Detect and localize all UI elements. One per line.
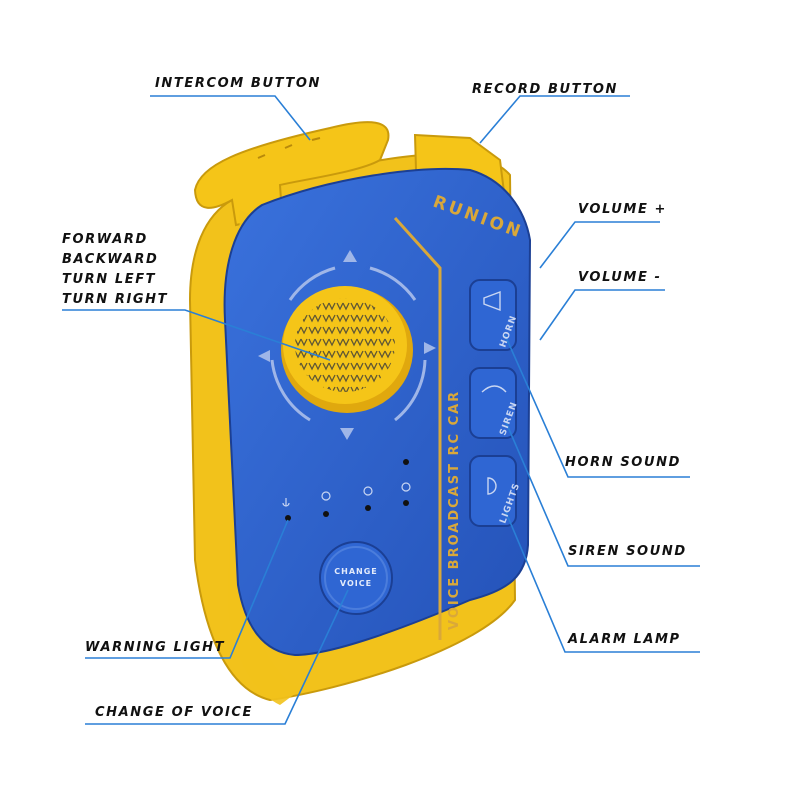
intercom-button-shape[interactable] [193, 121, 390, 227]
label-alarm-lamp: ALARM LAMP [568, 632, 681, 647]
arrow-down-icon [340, 428, 354, 440]
label-volume-up: VOLUME + [578, 202, 668, 217]
label-change-of-voice: CHANGE OF VOICE [95, 705, 254, 720]
voice-mode-icons [282, 482, 411, 507]
intercom-button-ridges [257, 137, 321, 159]
label-horn-sound: HORN SOUND [565, 455, 681, 470]
joystick-ring [270, 266, 427, 422]
leader-joystick [62, 309, 331, 361]
label-turn-left: TURN LEFT [62, 272, 157, 287]
label-siren-sound: SIREN SOUND [568, 544, 687, 559]
joystick-grille [295, 298, 395, 392]
leader-horn [504, 334, 690, 478]
leader-intercom [150, 95, 311, 141]
horn-button-shape[interactable] [469, 279, 517, 351]
label-forward: FORWARD [62, 232, 148, 247]
arrow-right-icon [424, 342, 436, 354]
label-turn-right: TURN RIGHT [62, 292, 169, 307]
arrow-up-icon [343, 250, 357, 262]
label-volume-down: VOLUME - [578, 270, 662, 285]
leader-alarm [504, 509, 700, 653]
label-record-button: RECORD BUTTON [472, 82, 619, 97]
change-voice-button-shape[interactable] [319, 541, 393, 615]
indicator-lights [285, 459, 409, 521]
leader-volume-down [539, 289, 665, 341]
leader-lines [62, 95, 700, 725]
arrow-left-icon [258, 350, 270, 362]
leader-siren [504, 419, 700, 567]
leader-volume-up [539, 221, 660, 269]
label-backward: BACKWARD [62, 252, 159, 267]
leader-warning [85, 519, 289, 659]
label-intercom-button: INTERCOM BUTTON [155, 76, 321, 91]
leader-record [479, 95, 630, 144]
lights-button-shape[interactable] [469, 455, 517, 527]
leader-change-voice [85, 589, 349, 725]
change-voice-button-rim [324, 546, 388, 610]
blue-front-body[interactable] [223, 167, 532, 657]
label-joystick-directions: FORWARD BACKWARD TURN LEFT TURN RIGHT [62, 230, 168, 310]
gold-divider-stripe [393, 216, 442, 640]
label-warning-light: WARNING LIGHT [85, 640, 226, 655]
